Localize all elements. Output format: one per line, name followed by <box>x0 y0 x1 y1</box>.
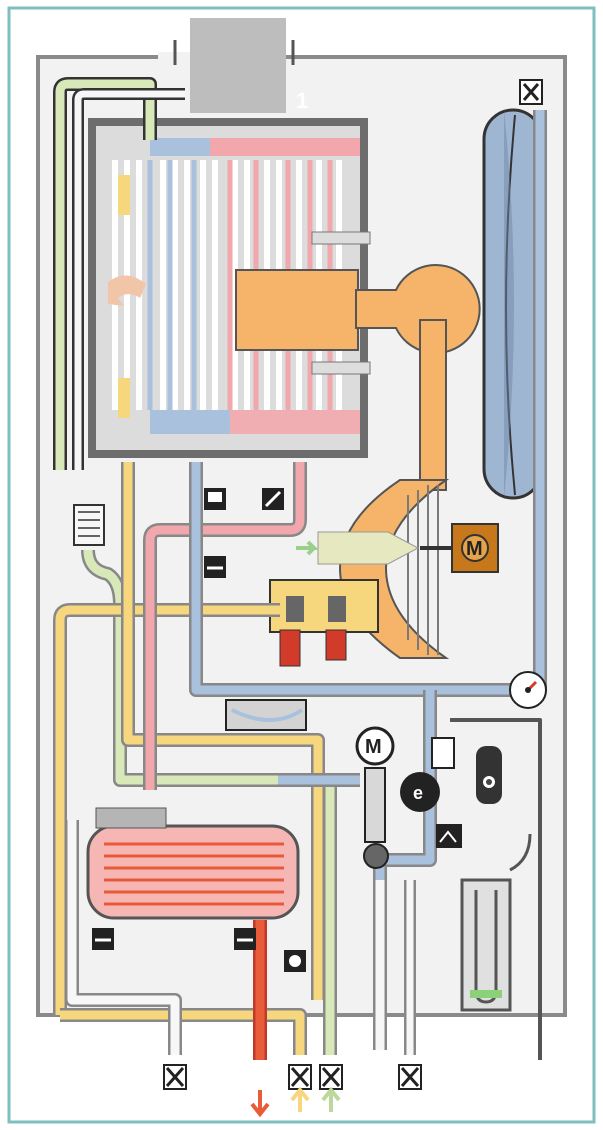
pump-label: e <box>413 783 423 803</box>
air-inlet-arrow-icon <box>296 540 319 556</box>
pressure-sensor-icon <box>431 737 455 769</box>
diverter-valve-icon: M <box>355 726 395 869</box>
control-switch-icon <box>476 746 502 804</box>
pressure-relief-icon <box>436 824 462 848</box>
air-vent-icon <box>519 79 543 105</box>
sensor-icons <box>92 488 306 972</box>
arrow-down-icon <box>250 1090 270 1118</box>
arrow-up-icon <box>321 1086 341 1112</box>
expansion-vessel-icon <box>482 108 544 500</box>
arrow-up-icon <box>290 1086 310 1112</box>
flow-arrow-icon <box>108 275 146 306</box>
gas-valve-icon <box>269 579 379 667</box>
condensate-trap-icon <box>460 833 532 1012</box>
burner-icon <box>235 231 481 491</box>
pump-icon: e <box>400 772 440 812</box>
pressure-gauge-icon <box>509 671 547 709</box>
flue-number-label: 1 <box>296 88 308 113</box>
plate-heat-exchanger-icon <box>86 807 300 920</box>
pipework <box>53 77 547 1060</box>
diverter-motor-label: M <box>365 736 382 758</box>
filter-icon <box>73 504 105 546</box>
fan-motor-label: M <box>466 538 483 560</box>
